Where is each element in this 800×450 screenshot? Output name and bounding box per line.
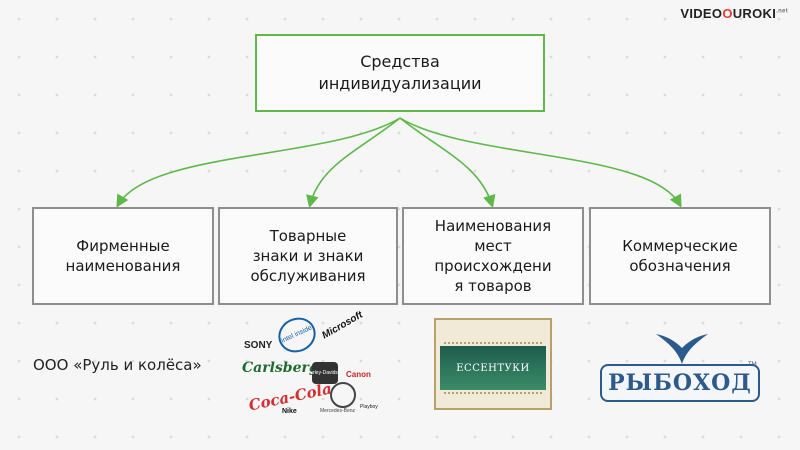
node-firm-names: Фирменные наименования [32,207,214,305]
watermark-o-mark: O [722,6,733,21]
trademark-logos-collage: SONY intel inside Microsoft Carlsberg Ha… [238,309,378,420]
canon-logo: Canon [346,370,371,379]
mercedes-benz-label: Mercedes-Benz [320,408,356,414]
watermark-rest: UROKI [732,6,777,21]
playboy-logo: Playboy [360,404,378,410]
watermark-prefix: VIDEO [680,6,723,21]
essentuki-ornament-bottom [444,392,542,404]
essentuki-label-logo: ЕССЕНТУКИ [434,318,552,410]
whale-tail-icon [656,334,708,364]
node-trademarks: Товарные знаки и знаки обслуживания [218,207,398,305]
firm-name-example: ООО «Руль и колёса» [33,356,202,374]
node-commercial-designations: Коммерческие обозначения [589,207,771,305]
harley-davidson-logo: Harley-Davidson [312,362,338,384]
arrow-to-trademarks [306,117,401,209]
arrow-to-origin-names [399,117,496,209]
essentuki-wordmark: ЕССЕНТУКИ [440,346,546,390]
trademark-symbol: TM [748,362,757,368]
site-watermark: VIDEOOUROKI.net [680,6,788,21]
intel-logo: intel inside [272,311,322,359]
carlsberg-logo: Carlsberg [242,360,319,376]
rybohod-wordmark: РЫБОХОД [600,364,760,402]
mercedes-benz-logo [330,382,356,408]
nike-logo: Nike [282,408,297,415]
sony-logo: SONY [244,340,273,351]
essentuki-ornament-top [444,324,542,344]
microsoft-logo: Microsoft [320,309,365,342]
node-origin-names: Наименования мест происхождени я товаров [402,207,584,305]
rybohod-logo: РЫБОХОД TM [598,326,766,406]
arrow-to-commercial-designations [399,117,682,208]
root-node: Средства индивидуализации [255,34,545,112]
watermark-suffix: .net [776,8,788,15]
arrow-to-firm-names [116,117,401,208]
